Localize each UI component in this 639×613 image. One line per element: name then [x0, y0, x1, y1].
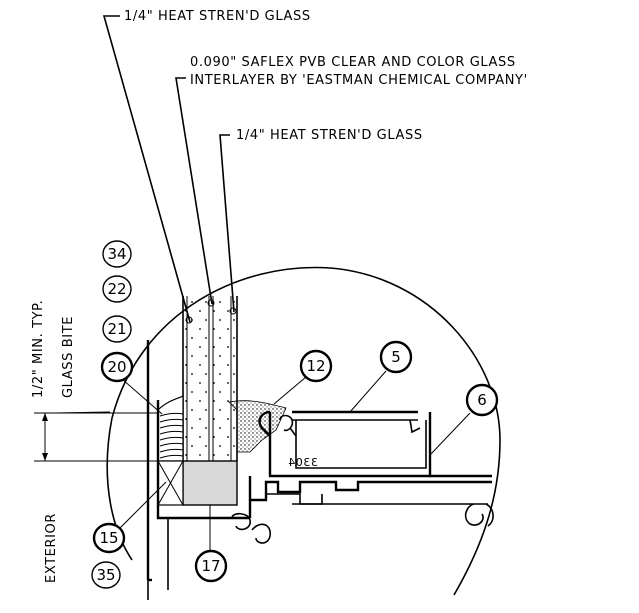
note-pvb-line1: 0.090" SAFLEX PVB CLEAR AND COLOR GLASS [190, 55, 516, 70]
note-glass-inner: 1/4" HEAT STREN'D GLASS [236, 128, 423, 143]
svg-text:12: 12 [306, 357, 325, 375]
svg-text:35: 35 [96, 566, 115, 584]
svg-text:21: 21 [107, 320, 126, 338]
aluminum-extrusion [248, 410, 492, 518]
note-glass-top: 1/4" HEAT STREN'D GLASS [124, 9, 311, 24]
callout-17: 17 [194, 549, 228, 583]
screw-spline-hooks [231, 503, 494, 544]
interior-wet-seal [228, 400, 287, 453]
callout-5: 5 [379, 340, 413, 374]
detail-boundary-arc-left [106, 417, 133, 561]
glass-bite-dimension [34, 412, 158, 462]
callout-35: 35 [91, 561, 121, 589]
svg-text:20: 20 [107, 358, 126, 376]
exterior-mullion-face [146, 340, 250, 582]
svg-text:34: 34 [107, 245, 126, 263]
callout-6: 6 [465, 383, 499, 417]
note-exterior: EXTERIOR [44, 513, 59, 583]
note-min-bite-line2: GLASS BITE [61, 316, 76, 398]
callout-leaders [119, 370, 471, 558]
callout-12: 12 [299, 349, 333, 383]
frame-lines [147, 518, 169, 600]
svg-text:17: 17 [201, 557, 220, 575]
note-leaders [54, 15, 235, 414]
svg-text:5: 5 [391, 348, 401, 366]
svg-text:15: 15 [99, 529, 118, 547]
callout-15: 15 [92, 522, 126, 554]
callout-34: 34 [102, 240, 132, 268]
svg-text:22: 22 [107, 280, 126, 298]
setting-block [182, 460, 238, 506]
backer-block [157, 460, 184, 506]
sealant-texture [159, 412, 184, 459]
callout-21: 21 [102, 315, 132, 343]
note-min-bite-line1: 1/2" MIN. TYP. [31, 300, 46, 398]
laminated-glass-unit [182, 296, 238, 461]
note-pvb-line2: INTERLAYER BY 'EASTMAN CHEMICAL COMPANY' [190, 73, 528, 88]
svg-text:6: 6 [477, 391, 487, 409]
callout-20: 20 [100, 351, 134, 383]
extrusion-mark: 3304 [288, 456, 318, 469]
callout-22: 22 [102, 275, 132, 303]
